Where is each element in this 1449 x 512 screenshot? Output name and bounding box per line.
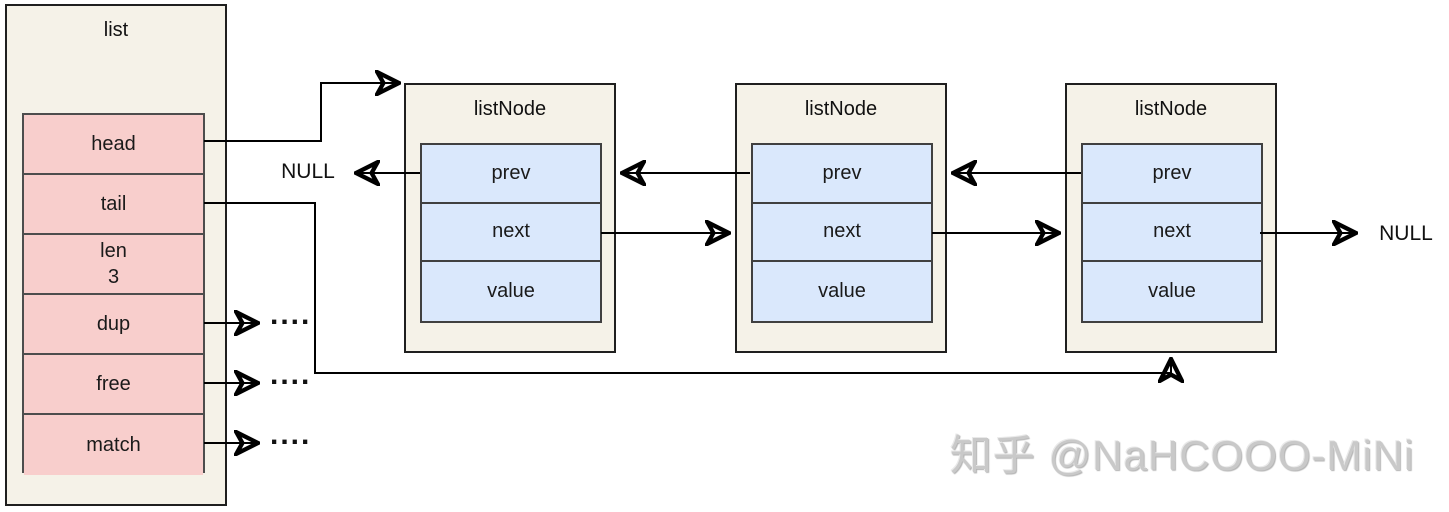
list-field-dup: dup bbox=[24, 295, 203, 355]
list-field-len-label: len bbox=[100, 240, 127, 262]
listnode-2-value-label: value bbox=[818, 279, 866, 302]
listnode-2-value-cell: value bbox=[753, 262, 931, 321]
list-field-tail: tail bbox=[24, 175, 203, 235]
listnode-2-prev-label: prev bbox=[822, 161, 862, 184]
list-fields-table: head tail len 3 dup free match bbox=[22, 113, 205, 475]
match-ellipsis-label: .... bbox=[270, 418, 312, 451]
dup-ellipsis-label: .... bbox=[270, 298, 312, 331]
list-field-dup-label: dup bbox=[96, 313, 131, 335]
list-field-match-label: match bbox=[86, 434, 141, 456]
arrow-tail-to-node3 bbox=[204, 202, 1171, 373]
listnode-1-value-label: value bbox=[487, 279, 535, 302]
listnode-3-next-cell: next bbox=[1083, 203, 1261, 263]
listnode-3-value-cell: value bbox=[1083, 262, 1261, 321]
list-field-match: match bbox=[24, 415, 203, 475]
listnode-1-title: listNode bbox=[473, 98, 547, 120]
listnode-box-2: listNode prev next value bbox=[735, 83, 947, 353]
listnode-2-next-label: next bbox=[823, 220, 861, 243]
null-label-next: NULL bbox=[1379, 222, 1433, 245]
listnode-2-fields: prev next value bbox=[751, 143, 933, 323]
listnode-3-next-label: next bbox=[1153, 220, 1191, 243]
listnode-3-title: listNode bbox=[1134, 98, 1208, 120]
listnode-3-prev-label: prev bbox=[1152, 161, 1192, 184]
listnode-1-next-cell: next bbox=[422, 203, 600, 263]
listnode-1-fields: prev next value bbox=[420, 143, 602, 323]
listnode-1-value-cell: value bbox=[422, 262, 600, 321]
list-field-free: free bbox=[24, 355, 203, 415]
arrow-head-to-node1 bbox=[204, 83, 399, 142]
listnode-1-next-label: next bbox=[492, 220, 530, 243]
list-field-head-label: head bbox=[91, 133, 136, 155]
listnode-3-fields: prev next value bbox=[1081, 143, 1263, 323]
listnode-3-value-label: value bbox=[1148, 279, 1196, 302]
list-struct-box: list head tail len 3 dup free match bbox=[5, 4, 227, 506]
list-field-head: head bbox=[24, 115, 203, 175]
list-field-len-value: 3 bbox=[107, 266, 120, 288]
listnode-box-3: listNode prev next value bbox=[1065, 83, 1277, 353]
listnode-2-prev-cell: prev bbox=[753, 145, 931, 204]
listnode-box-1: listNode prev next value bbox=[404, 83, 616, 353]
null-label-prev: NULL bbox=[281, 160, 335, 183]
list-field-len: len 3 bbox=[24, 235, 203, 295]
listnode-1-prev-cell: prev bbox=[422, 145, 600, 204]
listnode-2-next-cell: next bbox=[753, 203, 931, 263]
list-struct-title: list bbox=[103, 19, 129, 41]
free-ellipsis-label: .... bbox=[270, 358, 312, 391]
zhihu-watermark: 知乎 @NaHCOOO-MiNi bbox=[950, 432, 1415, 479]
list-field-free-label: free bbox=[96, 373, 131, 395]
listnode-1-prev-label: prev bbox=[491, 161, 531, 184]
listnode-2-title: listNode bbox=[804, 98, 878, 120]
list-field-tail-label: tail bbox=[100, 193, 127, 215]
listnode-3-prev-cell: prev bbox=[1083, 145, 1261, 204]
